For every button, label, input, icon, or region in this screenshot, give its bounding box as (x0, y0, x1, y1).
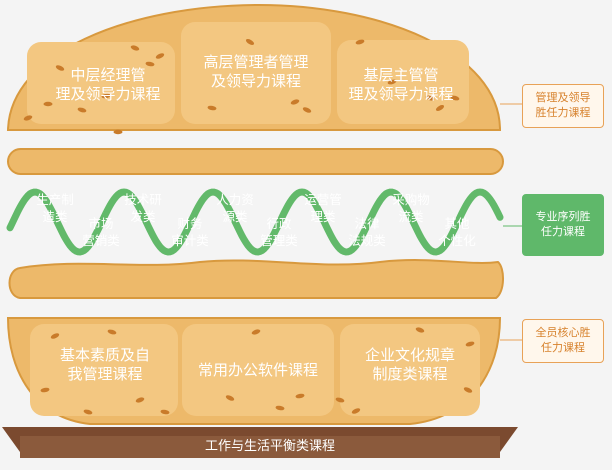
seed (43, 101, 53, 107)
wave-label-rnd: 技术研 发类 (124, 192, 162, 224)
seed (207, 105, 217, 111)
seed (40, 387, 50, 393)
seed (77, 107, 87, 113)
wave-label-admin: 行政 管理类 (260, 216, 298, 248)
seed (302, 107, 312, 113)
seed (245, 39, 255, 45)
seed (295, 393, 305, 399)
top-bun-right-label: 基层主管管 理及领导力课程 (348, 66, 454, 103)
bottom-bun-panel-right (340, 324, 480, 416)
seed (415, 327, 425, 333)
seed (387, 79, 397, 85)
top-bun-left-label: 中层经理管 理及领导力课程 (55, 66, 161, 103)
seed (155, 53, 165, 59)
seed (101, 93, 111, 99)
seed (425, 95, 435, 101)
bottom-bun-center-label: 常用办公软件课程 (197, 361, 318, 379)
seed (23, 115, 33, 121)
bottom-bun-right-label: 企业文化规章 制度类课程 (364, 346, 455, 383)
top-bun-panel-right (337, 40, 469, 124)
seed (160, 409, 170, 415)
seed (351, 408, 361, 414)
wave-label-finance: 财务 审计类 (171, 216, 209, 248)
seed (275, 405, 285, 411)
professional-wave (6, 188, 504, 256)
wave-label-production: 生产制 造类 (36, 192, 74, 224)
base-plate-label-bar (20, 436, 500, 458)
seed (130, 45, 140, 51)
bottom-bun-panel-left (30, 324, 178, 416)
seed (225, 395, 235, 401)
base-label: 工作与生活平衡类课程 (204, 439, 335, 454)
seed (450, 95, 460, 101)
lower-bread-slice (8, 259, 504, 299)
seed (465, 341, 475, 347)
seed (113, 129, 123, 135)
wave-label-operations: 运营管 理类 (304, 192, 342, 224)
seed (251, 329, 261, 335)
seed (55, 65, 65, 71)
seed (435, 105, 445, 111)
wave-label-legal: 法律 法规类 (348, 216, 386, 248)
wave-label-marketing: 市场 营销类 (82, 216, 120, 248)
top-bun-center-label: 高层管理者管理 及领导力课程 (203, 53, 309, 90)
seed (135, 397, 145, 403)
bun-seeds (23, 39, 475, 415)
seed (335, 397, 345, 403)
seed (145, 61, 155, 67)
bottom-bun-panel-center (182, 324, 334, 416)
top-bun-panel-center (181, 22, 331, 124)
seed (290, 99, 300, 105)
wave-label-hr: 人力资 源类 (216, 192, 254, 224)
tag-professional-competency: 专业序列胜 任力课程 (522, 194, 604, 256)
seed (355, 39, 365, 45)
bottom-bun-left-label: 基本素质及自 我管理课程 (59, 346, 150, 383)
tag-management-leadership: 管理及领导 胜任力课程 (522, 84, 604, 128)
upper-bread-slice (7, 148, 504, 175)
tag-core-competency: 全员核心胜 任力课程 (522, 319, 604, 363)
wave-label-other: 其他 个性化 (438, 216, 476, 248)
seed (50, 333, 60, 339)
seed (463, 387, 473, 393)
seed (107, 329, 117, 335)
wave-label-procurement: 采购物 流类 (392, 192, 430, 224)
seed (83, 409, 93, 415)
top-bun-panel-left (27, 42, 175, 124)
